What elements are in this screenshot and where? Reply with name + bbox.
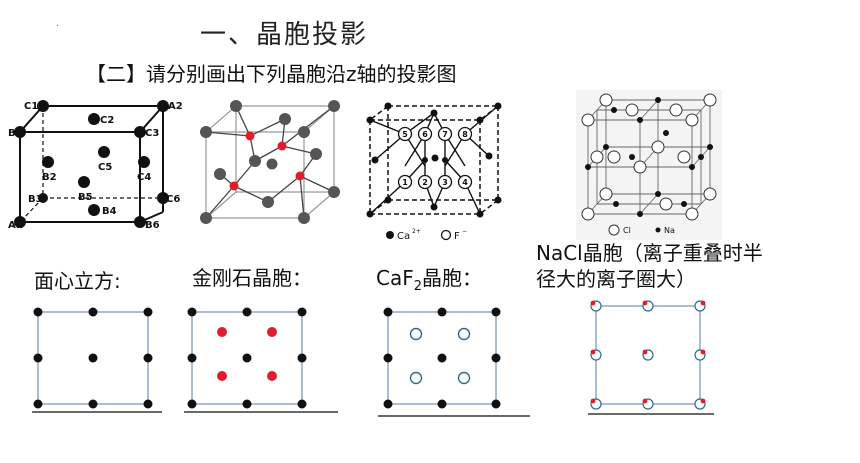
caf2-cell-diagram: 5 6 7 8 1 2 3 4 Ca 2+ F −	[366, 102, 502, 242]
caf2-num-3: 3	[442, 178, 448, 187]
fcc-label-b1: B1	[8, 128, 23, 139]
fcc-label-a1: A1	[8, 220, 23, 231]
nacl-projection	[588, 300, 714, 415]
fcc-label-b2: B2	[42, 172, 57, 183]
fcc-label-c3: C3	[145, 128, 159, 139]
caf2-num-2: 2	[422, 178, 428, 187]
page-title: 一、晶胞投影	[200, 20, 369, 50]
fcc-label-a2: A2	[168, 101, 183, 112]
fcc-label-b3: B3	[28, 194, 43, 205]
caf2-num-1: 1	[402, 178, 408, 187]
caf2-num-5: 5	[402, 130, 408, 139]
dot-mark: .	[56, 18, 60, 29]
caf2-legend-ca-sup: 2+	[412, 228, 421, 235]
nacl-label-line2: 径大的离子圈大）	[536, 267, 696, 291]
caf2-label: CaF2晶胞：	[376, 262, 482, 294]
caf2-legend: Ca 2+ F −	[386, 228, 467, 242]
nacl-legend: Cl Na	[608, 224, 675, 236]
caf2-legend-f-sup: −	[462, 228, 467, 235]
nacl-legend-na: Na	[664, 226, 675, 235]
diamond-projection	[184, 307, 338, 413]
caf2-label-sub: 2	[413, 279, 423, 294]
caf2-label-prefix: CaF	[376, 266, 414, 290]
nacl-label-line1: NaCl晶胞（离子重叠时半	[536, 241, 763, 265]
fcc-label-c1: C1	[24, 101, 38, 112]
diamond-label: 金刚石晶胞：	[192, 266, 312, 290]
caf2-projection	[378, 307, 530, 417]
caf2-legend-ca: Ca	[397, 231, 410, 242]
diamond-cell-diagram	[200, 100, 340, 224]
nacl-cell-diagram: Cl Na	[576, 90, 722, 240]
caf2-label-suffix: 晶胞：	[422, 266, 483, 290]
caf2-num-7: 7	[442, 130, 448, 139]
caf2-legend-f: F	[454, 231, 460, 242]
caf2-num-6: 6	[422, 130, 428, 139]
fcc-label-c2: C2	[100, 115, 114, 126]
fcc-label-b4: B4	[102, 206, 117, 217]
fcc-label-c5: C5	[98, 162, 112, 173]
caf2-num-4: 4	[462, 178, 468, 187]
fcc-label-b6: B6	[145, 220, 160, 231]
fcc-label-c4: C4	[137, 172, 151, 183]
nacl-label: NaCl晶胞（离子重叠时半 径大的离子圈大）	[536, 240, 836, 292]
nacl-legend-cl: Cl	[623, 226, 631, 235]
fcc-label: 面心立方:	[34, 269, 121, 293]
fcc-cell-diagram: C1 A2 B1 C2 C3 B2 C5 C4 B3 B5 C6 B4 A1 B…	[8, 94, 188, 240]
caf2-num-8: 8	[462, 130, 468, 139]
fcc-label-b5: B5	[78, 192, 93, 203]
page-subtitle: 【二】请分别画出下列晶胞沿z轴的投影图	[86, 62, 457, 86]
fcc-label-c6: C6	[166, 194, 180, 205]
fcc-projection	[32, 307, 162, 413]
